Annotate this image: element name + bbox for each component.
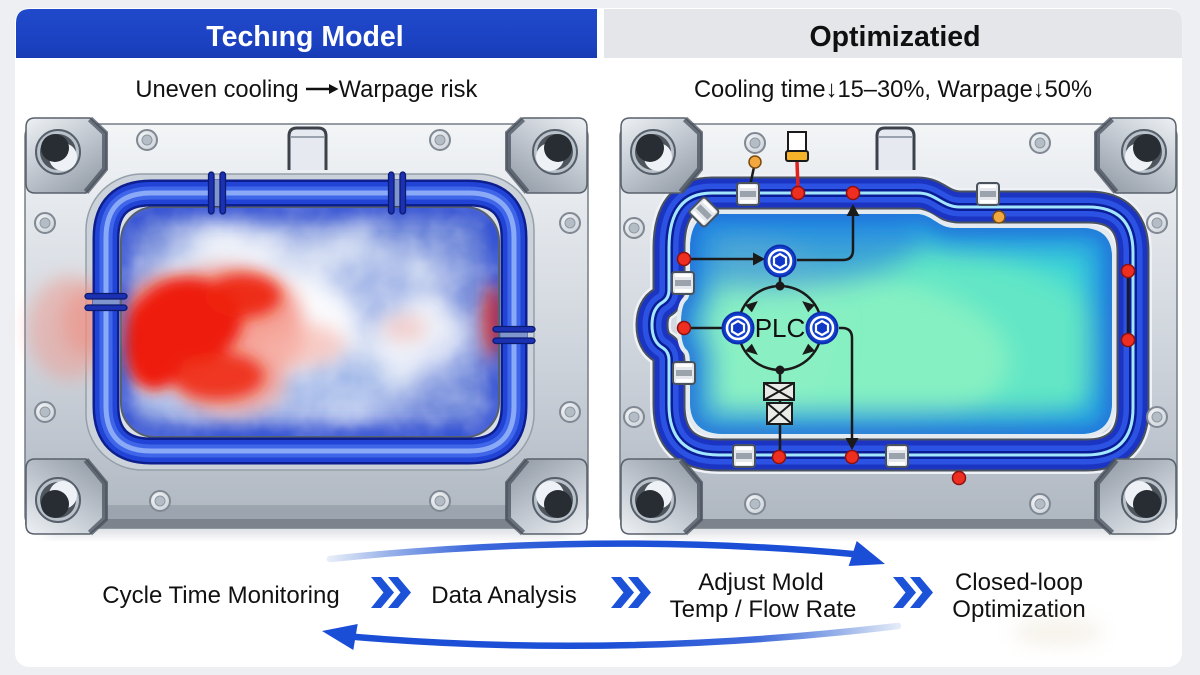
svg-text:Temp / Flow Rate: Temp / Flow Rate [670, 596, 857, 623]
svg-text:Optimizatied: Optimizatied [809, 21, 980, 53]
svg-text:Techıng Model: Techıng Model [206, 21, 403, 53]
svg-text:Warpage risk: Warpage risk [339, 77, 478, 103]
svg-text:Cooling time↓15–30%, Warpage↓5: Cooling time↓15–30%, Warpage↓50% [694, 77, 1092, 103]
svg-text:Closed-loop: Closed-loop [955, 569, 1083, 596]
svg-text:PLC: PLC [755, 313, 806, 343]
svg-text:Cycle Time Monitoring: Cycle Time Monitoring [102, 582, 339, 609]
svg-text:Adjust Mold: Adjust Mold [698, 569, 823, 596]
svg-text:Data Analysis: Data Analysis [431, 582, 576, 609]
svg-text:Uneven cooling: Uneven cooling [135, 77, 298, 103]
